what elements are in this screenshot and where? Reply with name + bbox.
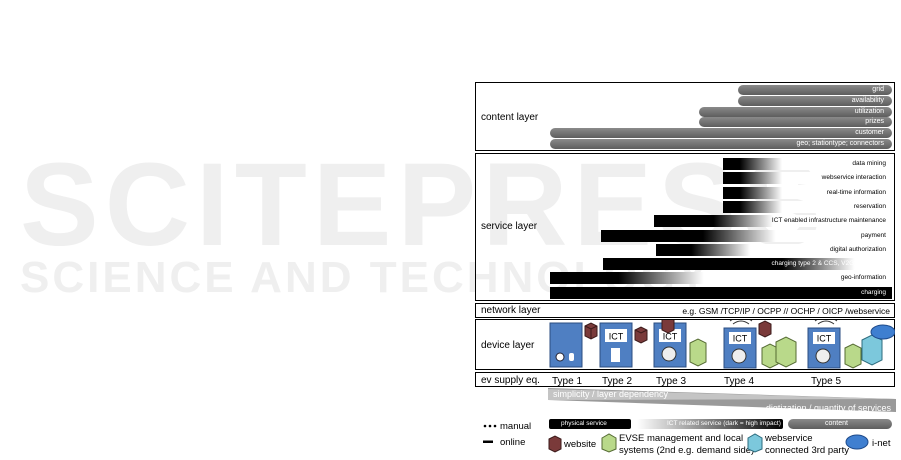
legend-manual-icon	[483, 424, 497, 428]
svg-text:ICT: ICT	[663, 332, 678, 342]
legend-webservice-icon	[747, 433, 763, 453]
supply-layer-label: ev supply eq.	[481, 375, 540, 386]
type4-device-icon: ICT	[723, 320, 757, 369]
type5-device-icon: ICT	[807, 320, 841, 369]
legend-evse-icon	[601, 433, 617, 453]
content-bar: customer	[550, 128, 892, 139]
legend-evse-line2: systems (2nd e.g. demand side)	[619, 445, 755, 456]
legend-content-label: content	[825, 420, 848, 427]
service-bar: real-time information	[722, 186, 892, 199]
legend-online-icon	[483, 440, 493, 443]
type5-webservice-icon	[861, 334, 883, 366]
device-layer-box: device layer	[475, 319, 895, 370]
type-4-label: Type 4	[724, 376, 755, 387]
service-bar: charging type 2 & CCS, V2G readyness	[603, 258, 892, 271]
type2-device-icon: ICT	[599, 322, 633, 368]
service-bar: reservation	[722, 200, 892, 213]
type1-device-icon	[549, 322, 583, 368]
legend-website-label: website	[564, 439, 597, 450]
content-bar: grid	[738, 85, 892, 95]
device-illustrations: ICT ICT ICT ICT	[549, 320, 895, 369]
network-protocols: e.g. GSM /TCP/IP / OCPP // OCHP / OICP /…	[682, 306, 890, 316]
type-3-label: Type 3	[656, 376, 687, 387]
type-1-label: Type 1	[552, 376, 583, 387]
type2-website-icon	[634, 326, 648, 344]
svg-text:ICT: ICT	[733, 334, 748, 344]
legend-physical-label: physical service	[561, 420, 607, 427]
service-bar: charging	[550, 286, 892, 299]
legend-webservice-line1: webservice	[765, 433, 813, 444]
network-layer-label: network layer	[481, 305, 541, 316]
legend-ict-bar	[637, 419, 783, 429]
digitization-arrow-label: digtization / quantity of services	[765, 403, 891, 413]
type3-website-icon	[661, 320, 675, 334]
type5-evse-icon	[844, 343, 862, 369]
legend-online-label: online	[500, 437, 526, 448]
legend-evse-line1: EVSE management and local	[619, 433, 744, 444]
service-bar: data mining	[722, 158, 892, 170]
content-layer-label: content layer	[481, 112, 539, 123]
service-layer-label: service layer	[481, 221, 538, 232]
legend-website-icon	[548, 435, 562, 453]
legend-inet-label: i-net	[872, 438, 891, 449]
service-bar: ICT enabled infrastructure maintenance	[653, 215, 892, 228]
type1-website-icon	[584, 322, 598, 340]
type2-ict-label: ICT	[609, 332, 624, 342]
legend-content-bar	[788, 419, 892, 429]
type3-evse-icon	[689, 338, 707, 367]
network-layer-box: network layer e.g. GSM /TCP/IP / OCPP //…	[475, 303, 895, 318]
service-bar: payment	[601, 229, 892, 242]
service-layer-box: service layer data mining webservice inte…	[475, 153, 895, 301]
legend-webservice-line2: connected 3rd party	[765, 445, 849, 456]
content-bar: prizes	[698, 117, 892, 128]
service-bar: webservice interaction	[722, 172, 892, 185]
content-bar: geo; stationtype; connectors	[550, 139, 892, 149]
device-layer-label: device layer	[481, 340, 535, 351]
simplicity-arrow-label: simplicity / layer dependency	[553, 389, 669, 399]
content-bar: availability	[738, 95, 892, 106]
supply-layer-box: ev supply eq.	[475, 372, 895, 387]
legend-manual-label: manual	[500, 421, 532, 432]
content-bar: utilization	[698, 106, 892, 117]
type5-inet-icon	[870, 324, 895, 340]
svg-text:ICT: ICT	[817, 334, 832, 344]
type3-device-icon: ICT	[653, 322, 687, 368]
type4-evse-icon	[761, 336, 797, 369]
service-bar: digital authorization	[656, 243, 892, 256]
type4-website-icon	[758, 320, 772, 338]
dependency-arrows	[548, 388, 896, 412]
legend-physical-bar	[549, 419, 631, 429]
legend-ict-label: ICT related service (dark = high impact)	[667, 420, 781, 427]
type-2-label: Type 2	[602, 376, 633, 387]
service-bar: geo-information	[550, 272, 892, 285]
legend-inet-icon	[845, 434, 869, 450]
type-5-label: Type 5	[811, 376, 842, 387]
